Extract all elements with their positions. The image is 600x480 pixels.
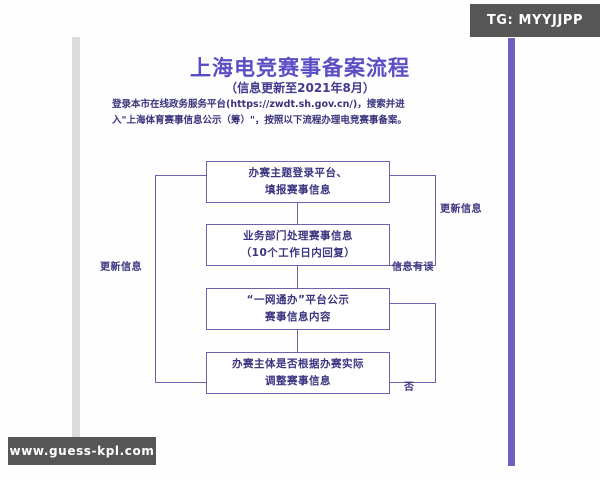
- flow-node-1-line1: 办赛主题登录平台、: [248, 167, 348, 179]
- page-title: 上海电竞赛事备案流程: [190, 56, 410, 80]
- connector-node3-node4: [297, 330, 299, 352]
- connector-node4-right-stub: [390, 382, 436, 384]
- flow-node-4-line1: 办赛主体是否根据办赛实际: [232, 358, 364, 370]
- edge-label-update-right: 更新信息: [440, 204, 482, 215]
- connector-node4-left-stub: [155, 382, 207, 384]
- flow-node-register-platform[interactable]: 办赛主题登录平台、 填报赛事信息: [206, 161, 390, 203]
- telegram-handle-badge: TG: MYYJJPP: [470, 4, 600, 37]
- edge-label-update-left: 更新信息: [100, 262, 142, 273]
- flow-node-3-line1: “一网通办”平台公示: [246, 294, 350, 306]
- flow-node-3-line2: 赛事信息内容: [265, 311, 331, 323]
- connector-node3-right-stub: [390, 303, 436, 305]
- edge-label-info-error: 信息有误: [392, 262, 434, 273]
- connector-right-riser-upper: [435, 175, 437, 266]
- connector-node1-right-stub: [390, 175, 436, 177]
- decorative-purple-bar: [508, 38, 515, 466]
- flow-node-department-review[interactable]: 业务部门处理赛事信息 （10个工作日内回复）: [206, 224, 390, 266]
- intro-description: 登录本市在线政务服务平台(https://zwdt.sh.gov.cn/)，搜索…: [112, 99, 407, 126]
- flow-node-1-line2: 填报赛事信息: [265, 184, 331, 196]
- connector-right-riser-lower: [435, 303, 437, 383]
- flow-node-2-line1: 业务部门处理赛事信息: [243, 230, 353, 242]
- connector-node1-left-stub: [155, 175, 207, 177]
- flow-node-public-announcement[interactable]: “一网通办”平台公示 赛事信息内容: [206, 288, 390, 330]
- decorative-gray-bar: [72, 37, 80, 438]
- flow-node-adjust-decision[interactable]: 办赛主体是否根据办赛实际 调整赛事信息: [206, 352, 390, 394]
- page-subtitle: （信息更新至2021年8月）: [225, 81, 375, 95]
- flow-node-2-line2: （10个工作日内回复）: [240, 247, 356, 259]
- connector-node2-right-stub: [390, 265, 436, 267]
- connector-node1-node2: [297, 203, 299, 224]
- edge-label-no: 否: [404, 382, 415, 393]
- site-watermark: www.guess-kpl.com: [8, 437, 156, 465]
- connector-left-riser: [155, 175, 157, 383]
- connector-node2-node3: [297, 266, 299, 288]
- flow-node-4-line2: 调整赛事信息: [265, 375, 331, 387]
